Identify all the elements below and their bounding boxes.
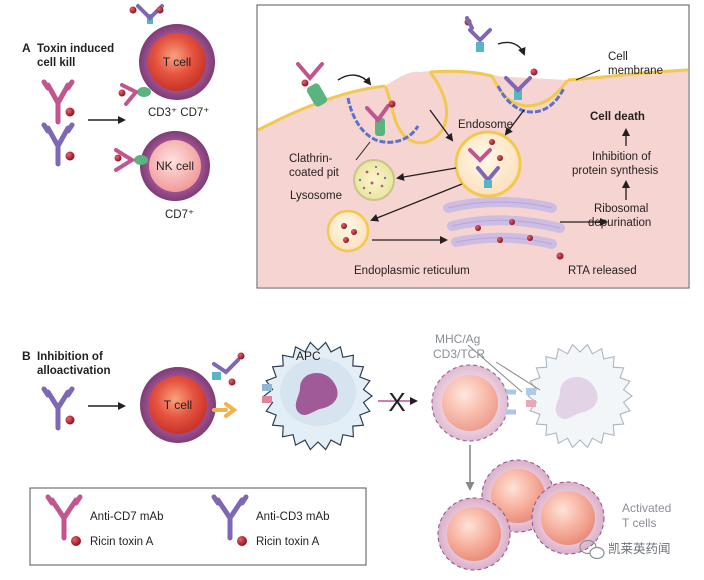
legend-cd7-mab: Anti-CD7 mAb <box>90 511 164 523</box>
inhibition-line1: Inhibition of <box>592 151 652 163</box>
nk-cell-label: NK cell <box>156 159 194 173</box>
activated-line1: Activated <box>622 501 671 515</box>
t-cell-b: T cell <box>140 367 216 443</box>
activated-line2: T cells <box>622 516 656 530</box>
cd7-binding-tcell-a <box>118 83 151 106</box>
blocked-x: X <box>378 387 418 417</box>
apc-cell: APC <box>262 341 373 451</box>
t-cell-b-label: T cell <box>164 398 192 412</box>
blocked-x-mark: X <box>388 387 405 417</box>
clathrin-line1: Clathrin- <box>289 153 333 165</box>
ribosomal-line2: depurination <box>588 217 651 229</box>
lysosome-label: Lysosome <box>290 190 342 202</box>
cell-membrane-line2: membrane <box>608 65 663 77</box>
endosome-label: Endosome <box>458 119 513 131</box>
rta-released-label: RTA released <box>568 265 637 277</box>
cell-membrane-line1: Cell <box>608 51 628 63</box>
t-cell-a: T cell <box>139 24 215 100</box>
anti-cd3-immunotoxin-b <box>41 386 75 431</box>
activated-t-cells <box>437 459 605 571</box>
anti-cd7-immunotoxin <box>41 79 75 125</box>
apc-label: APC <box>296 349 321 363</box>
panel-b-title-line2: alloactivation <box>37 365 111 377</box>
panel-b-letter: B <box>22 349 31 363</box>
faded-tcell <box>431 364 516 442</box>
er-label: Endoplasmic reticulum <box>354 265 470 277</box>
ribosomal-line1: Ribosomal <box>594 203 648 215</box>
anti-cd3-immunotoxin <box>41 122 75 167</box>
cd7-binding-nk <box>114 148 148 172</box>
inhibition-line2: protein synthesis <box>572 165 659 177</box>
panel-b-title-line1: Inhibition of <box>37 351 103 363</box>
nk-cell: NK cell <box>140 131 210 201</box>
cd3-tcr-label: CD3/TCR <box>433 347 485 361</box>
mhc-ag-label: MHC/Ag <box>435 332 480 346</box>
cd3-binding-tcell-a <box>129 4 164 24</box>
cd3-leader <box>495 361 541 391</box>
panel-a-letter: A <box>22 41 31 55</box>
legend-cd3-toxin: Ricin toxin A <box>256 536 320 548</box>
cd3-binding-tcell-b <box>212 352 245 418</box>
legend-cd3-mab: Anti-CD3 mAb <box>256 511 330 523</box>
panel-a-title-line1: Toxin induced <box>37 43 114 55</box>
legend-cd7-toxin: Ricin toxin A <box>90 536 154 548</box>
mhc-leader <box>467 344 523 393</box>
watermark-text: 凯莱英药闻 <box>608 542 671 556</box>
internalization-panel <box>256 4 690 289</box>
panel-a-title-line2: cell kill <box>37 57 75 69</box>
nkcell-markers: CD7⁺ <box>165 209 194 221</box>
faded-apc <box>526 343 633 449</box>
tcell-markers: CD3⁺ CD7⁺ <box>148 107 209 119</box>
legend <box>29 487 367 566</box>
wechat-watermark: 凯莱英药闻 <box>579 539 671 560</box>
clathrin-line2: coated pit <box>289 167 340 179</box>
cell-death-label: Cell death <box>590 111 645 123</box>
t-cell-a-label: T cell <box>163 55 191 69</box>
